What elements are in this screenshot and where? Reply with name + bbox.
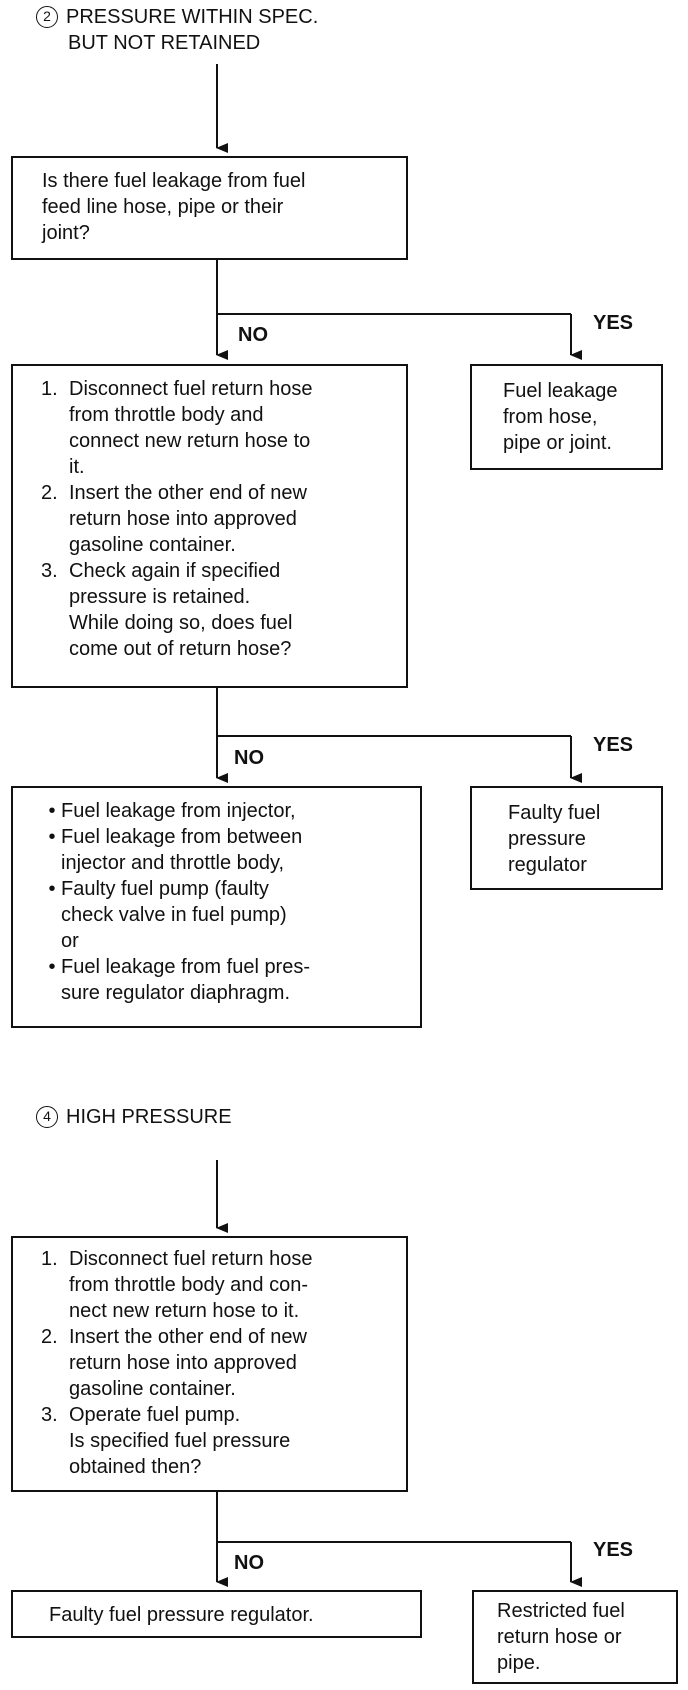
step-item: 2. Insert the other end of new return ho… [41,1326,307,1400]
result-faulty-regulator-final-box: Faulty fuel pressure regulator. [11,1590,422,1638]
bullet-icon: • [48,800,56,822]
cause-item: • Fuel leakage from between injector and… [43,824,420,876]
cause-connector: or [61,930,79,952]
step-number-circle: 4 [36,1106,58,1128]
bullet-icon: • [48,956,56,978]
step-item: 3. Operate fuel pump. Is specified fuel … [41,1404,291,1478]
high-pressure-steps-box: 1. Disconnect fuel return hose from thro… [11,1236,408,1492]
cause-item: • Fuel leakage from injector, [43,798,420,824]
cause-item: • Faulty fuel pump (faulty check valve i… [43,876,420,928]
no-label: NO [234,747,264,769]
possible-causes-box: • Fuel leakage from injector, • Fuel lea… [11,786,422,1028]
step-item: 1. Disconnect fuel return hose from thro… [41,378,313,478]
yes-label: YES [593,312,634,334]
yes-label: YES [593,1539,634,1561]
step-item: 2. Insert the other end of new return ho… [41,482,307,556]
question-fuel-leakage-box: Is there fuel leakage from fuel feed lin… [11,156,408,260]
yes-label: YES [593,734,634,756]
no-label: NO [238,324,268,346]
result-fuel-leakage-hose-box: Fuel leakage from hose, pipe or joint. [470,364,663,470]
result-faulty-regulator-box: Faulty fuel pressure regulator [470,786,663,890]
return-hose-check-steps-box: 1. Disconnect fuel return hose from thro… [11,364,408,688]
no-label: NO [234,1552,264,1574]
step-item: 1. Disconnect fuel return hose from thro… [41,1248,313,1322]
cause-item: • Fuel leakage from fuel pres- sure regu… [43,954,420,1006]
result-restricted-return-hose-box: Restricted fuel return hose or pipe. [472,1590,678,1684]
bullet-icon: • [48,878,56,900]
step-item: 3. Check again if specified pressure is … [41,560,293,660]
bullet-icon: • [48,826,56,848]
step-number-circle: 2 [36,6,58,28]
